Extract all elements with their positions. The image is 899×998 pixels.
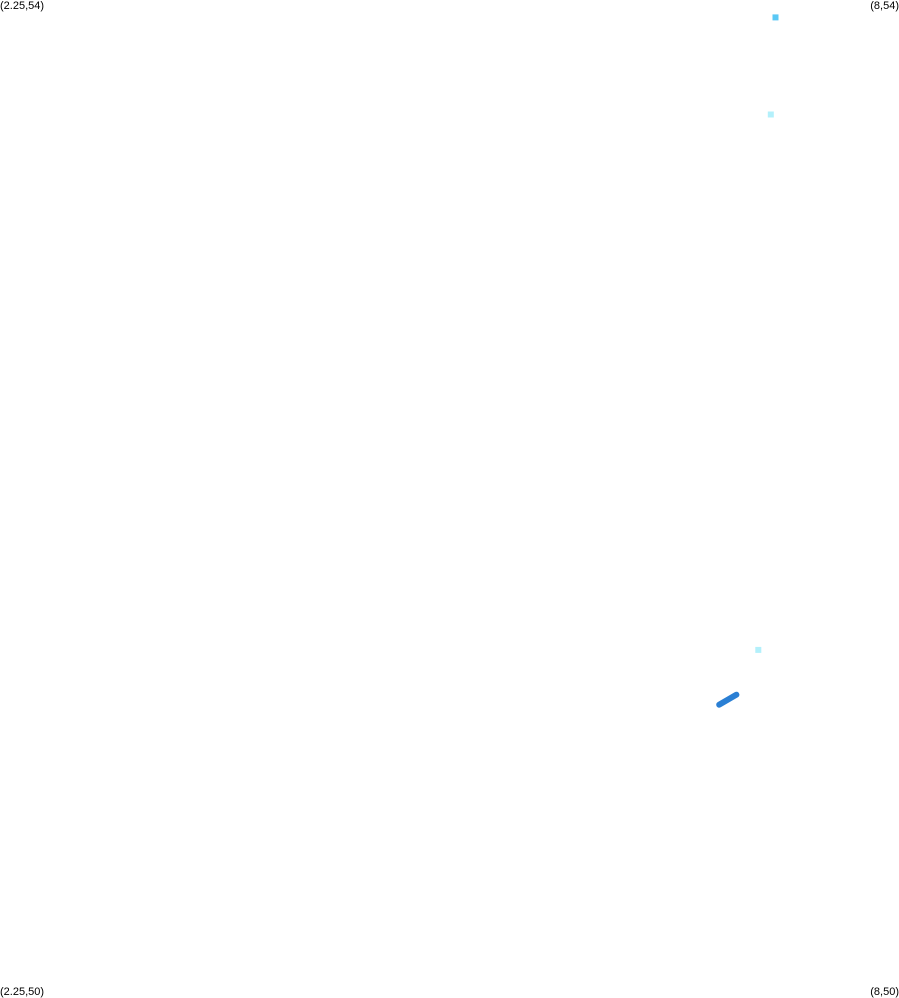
- map-segment-3: [716, 691, 740, 708]
- map-point-1: [767, 111, 774, 118]
- corner-label-bottom-right: (8,50): [870, 986, 899, 998]
- map-point-2: [755, 646, 762, 653]
- map-point-0: [772, 14, 779, 21]
- corner-label-top-left: (2.25,54): [0, 0, 45, 12]
- corner-label-bottom-left: (2.25,50): [0, 986, 45, 998]
- corner-label-top-right: (8,54): [870, 0, 899, 12]
